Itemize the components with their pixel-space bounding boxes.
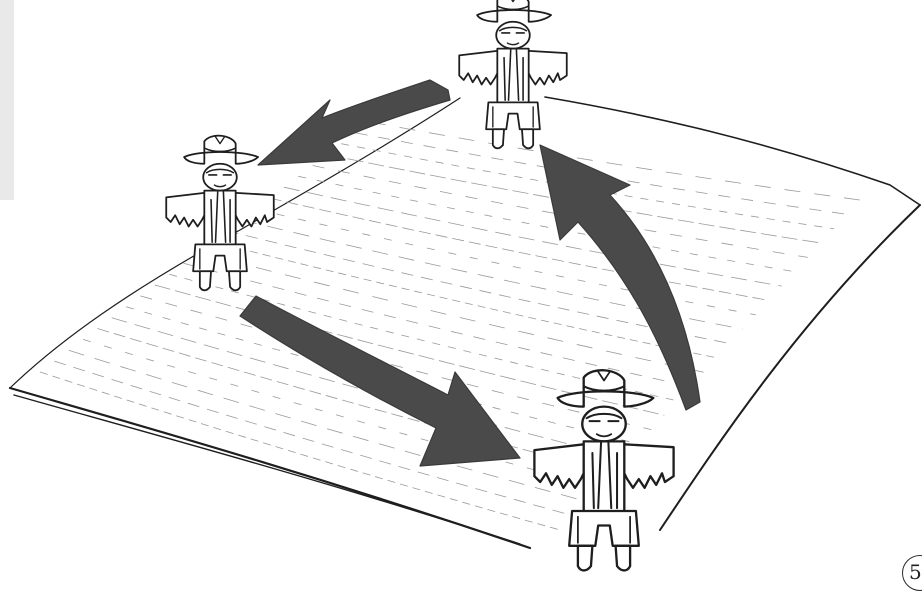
paper-ruled-lines: [40, 122, 860, 530]
arrow-left-to-bottom-right: [240, 296, 520, 466]
illustration-canvas: [0, 0, 922, 577]
arrow-bottom-right-to-top: [540, 145, 700, 410]
paper-ruled-line: [69, 350, 586, 501]
scan-edge-shadow: [0, 0, 14, 200]
paper-ruled-line: [255, 209, 756, 315]
paper-ruled-line: [270, 198, 769, 300]
lined-paper-sheet: [10, 97, 920, 548]
scarecrow-figure-left: [166, 136, 274, 291]
scarecrow-figure-top: [459, 0, 567, 148]
scarecrow-figure-bottom-right: [534, 370, 673, 570]
paper-ruled-line: [140, 296, 651, 430]
paper-ruled-line: [284, 187, 782, 286]
paper-ruled-line: [298, 176, 795, 271]
